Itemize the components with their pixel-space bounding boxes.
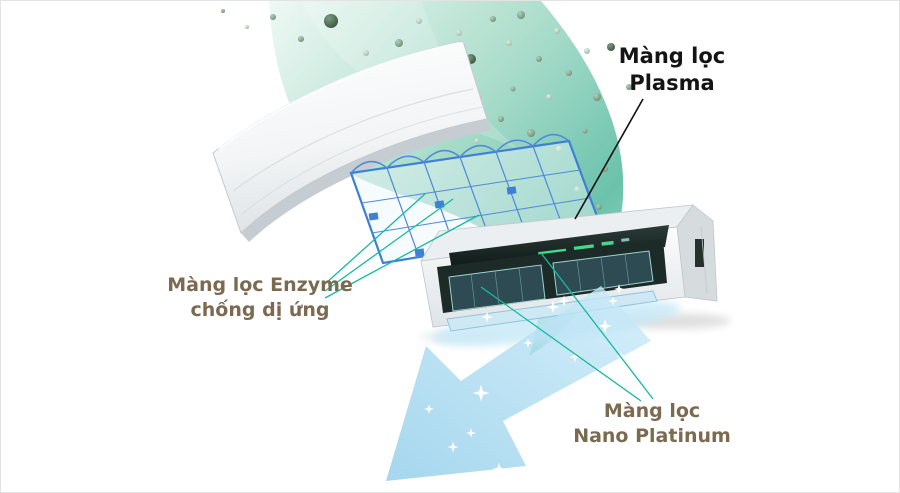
- label-enzyme-line2: chống dị ứng: [190, 298, 330, 321]
- enzyme-leader-lines: [324, 193, 480, 299]
- label-nano-line2: Nano Platinum: [573, 424, 731, 447]
- unit-interior: [437, 239, 667, 313]
- nano-leader-lines: [480, 252, 654, 402]
- airflow-arrow: [386, 286, 651, 481]
- label-nano: Màng lọc Nano Platinum: [553, 399, 751, 448]
- label-plasma: Màng lọc Plasma: [597, 43, 747, 98]
- dust-particles: [221, 9, 632, 210]
- label-enzyme: Màng lọc Enzyme chống dị ứng: [153, 273, 367, 322]
- label-nano-line1: Màng lọc: [603, 400, 701, 422]
- nano-filter-right: [552, 250, 654, 296]
- leader-lines: [324, 98, 654, 402]
- plasma-leader-line: [574, 98, 644, 220]
- label-plasma-line1: Màng lọc: [618, 44, 726, 68]
- label-enzyme-line1: Màng lọc Enzyme: [167, 274, 353, 296]
- front-panel: [212, 40, 492, 242]
- side-display: [695, 239, 704, 267]
- nano-filter-left: [448, 264, 546, 312]
- label-plasma-line2: Plasma: [629, 71, 715, 96]
